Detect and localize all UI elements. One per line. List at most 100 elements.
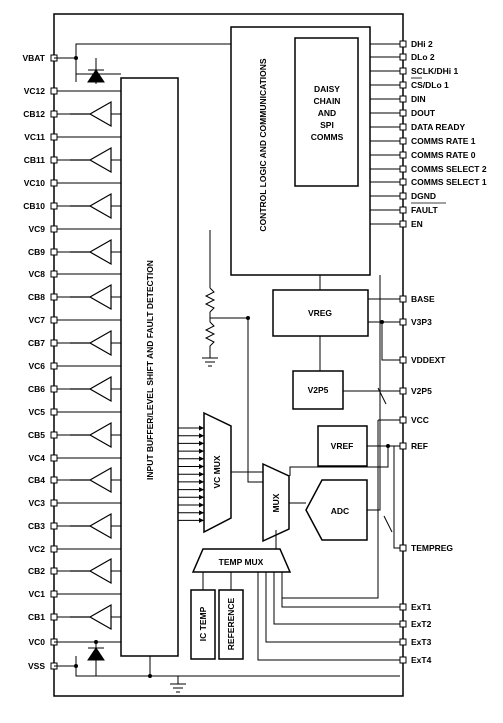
left-pin-label: VC12 — [24, 86, 46, 96]
left-pin-label: VSS — [28, 661, 45, 671]
daisy-chain-line-4: SPI — [320, 120, 334, 130]
chip-outline — [53, 13, 404, 697]
cell-balance-buffer — [70, 512, 112, 540]
right-pin-label: DATA READY — [411, 122, 465, 132]
right-pin-label: ExT3 — [411, 637, 432, 647]
cell-balance-buffer — [70, 329, 112, 357]
control-logic-label: CONTROL LOGIC AND COMMUNICATIONS — [258, 58, 268, 231]
left-pin-label: VC6 — [28, 361, 45, 371]
right-pin-marker — [399, 318, 407, 326]
vc-mux-block — [203, 411, 232, 534]
left-pin-label: CB9 — [28, 247, 45, 257]
right-pin-marker — [399, 638, 407, 646]
right-pin-marker — [399, 620, 407, 628]
right-pin-marker — [399, 67, 407, 75]
cell-balance-buffer — [70, 603, 112, 631]
left-pin-label: VC3 — [28, 498, 45, 508]
vc-mux-input-arrow — [199, 471, 204, 477]
left-pin-marker — [50, 454, 58, 462]
left-pin-label: VC9 — [28, 224, 45, 234]
daisy-chain-line-3: AND — [318, 108, 336, 118]
left-pin-marker — [50, 248, 58, 256]
right-pin-label: EN — [411, 219, 423, 229]
adc-label: ADC — [331, 506, 349, 516]
left-pin-marker — [50, 362, 58, 370]
left-pin-marker — [50, 225, 58, 233]
left-pin-label: CB4 — [28, 475, 45, 485]
vc-mux-input-group — [178, 425, 204, 523]
cell-balance-buffer — [70, 421, 112, 449]
left-pin-label: CB3 — [28, 521, 45, 531]
right-pin-marker — [399, 123, 407, 131]
vc-mux-input-arrow — [199, 440, 204, 446]
right-pin-label: COMMS RATE 1 — [411, 136, 476, 146]
left-pin-marker — [50, 110, 58, 118]
daisy-chain-line-5: COMMS — [311, 132, 344, 142]
cell-balance-buffer — [70, 100, 112, 128]
left-pin-label: VC4 — [28, 453, 45, 463]
left-pin-marker — [50, 545, 58, 553]
cell-balance-buffer — [70, 375, 112, 403]
left-pin-label: CB11 — [24, 155, 46, 165]
right-pin-label: DIN — [411, 94, 426, 104]
left-pin-marker — [50, 156, 58, 164]
left-pin-label: VC8 — [28, 269, 45, 279]
vc-mux-input-arrow — [199, 433, 204, 439]
mux-block — [262, 462, 290, 543]
daisy-chain-line-1: DAISY — [314, 84, 340, 94]
left-pin-label: VC0 — [28, 637, 45, 647]
vref-label: VREF — [331, 441, 354, 451]
mux-label: MUX — [271, 493, 281, 512]
left-pin-label: VC10 — [24, 178, 46, 188]
left-pin-label: VBAT — [22, 53, 45, 63]
vc-mux-input-arrow — [199, 487, 204, 493]
right-pin-marker — [399, 416, 407, 424]
right-pin-marker — [399, 40, 407, 48]
left-pin-label: VC11 — [24, 132, 45, 142]
right-pin-label: COMMS SELECT 2 — [411, 164, 487, 174]
left-pin-marker — [50, 339, 58, 347]
cell-balance-buffer — [70, 146, 112, 174]
right-pin-label: ExT1 — [411, 602, 432, 612]
right-pin-label: SCLK/DHi 1 — [411, 66, 459, 76]
right-pin-marker — [399, 95, 407, 103]
right-pin-label: VDDEXT — [411, 355, 446, 365]
right-pin-label: ExT2 — [411, 619, 432, 629]
right-pin-marker — [399, 656, 407, 664]
cell-balance-buffer — [70, 466, 112, 494]
vreg-label: VREG — [308, 308, 332, 318]
control-logic-block — [230, 26, 371, 276]
daisy-chain-line-2: CHAIN — [314, 96, 341, 106]
right-pin-marker — [399, 109, 407, 117]
reference-label: REFERENCE — [226, 597, 236, 650]
left-pin-marker — [50, 202, 58, 210]
right-pin-label: DLo 2 — [411, 52, 435, 62]
right-pin-marker — [399, 603, 407, 611]
left-pin-label: CB6 — [28, 384, 45, 394]
v2p5-block — [292, 370, 344, 410]
right-pin-label: DGND — [411, 191, 436, 201]
vc-mux-input-arrow — [199, 494, 204, 500]
left-pin-marker — [50, 87, 58, 95]
ic-temp-label: IC TEMP — [198, 606, 208, 641]
left-pin-marker — [50, 476, 58, 484]
vc-mux-input-arrow — [199, 479, 204, 485]
right-pin-marker — [399, 356, 407, 364]
left-pin-marker — [50, 179, 58, 187]
left-pin-label: CB10 — [23, 201, 45, 211]
left-pin-marker — [50, 133, 58, 141]
vc-mux-input-arrow — [199, 425, 204, 431]
right-pin-label: DOUT — [411, 108, 436, 118]
left-pin-label: VC2 — [28, 544, 45, 554]
left-pin-marker — [50, 385, 58, 393]
right-pin-marker — [399, 165, 407, 173]
right-pin-label: BASE — [411, 294, 435, 304]
vc-mux-input-arrow — [199, 510, 204, 516]
cell-balance-buffer — [70, 557, 112, 585]
right-pin-label: COMMS RATE 0 — [411, 150, 476, 160]
left-pin-marker — [50, 270, 58, 278]
left-pin-marker — [50, 408, 58, 416]
daisy-chain-block — [294, 37, 359, 187]
right-pin-marker — [399, 295, 407, 303]
